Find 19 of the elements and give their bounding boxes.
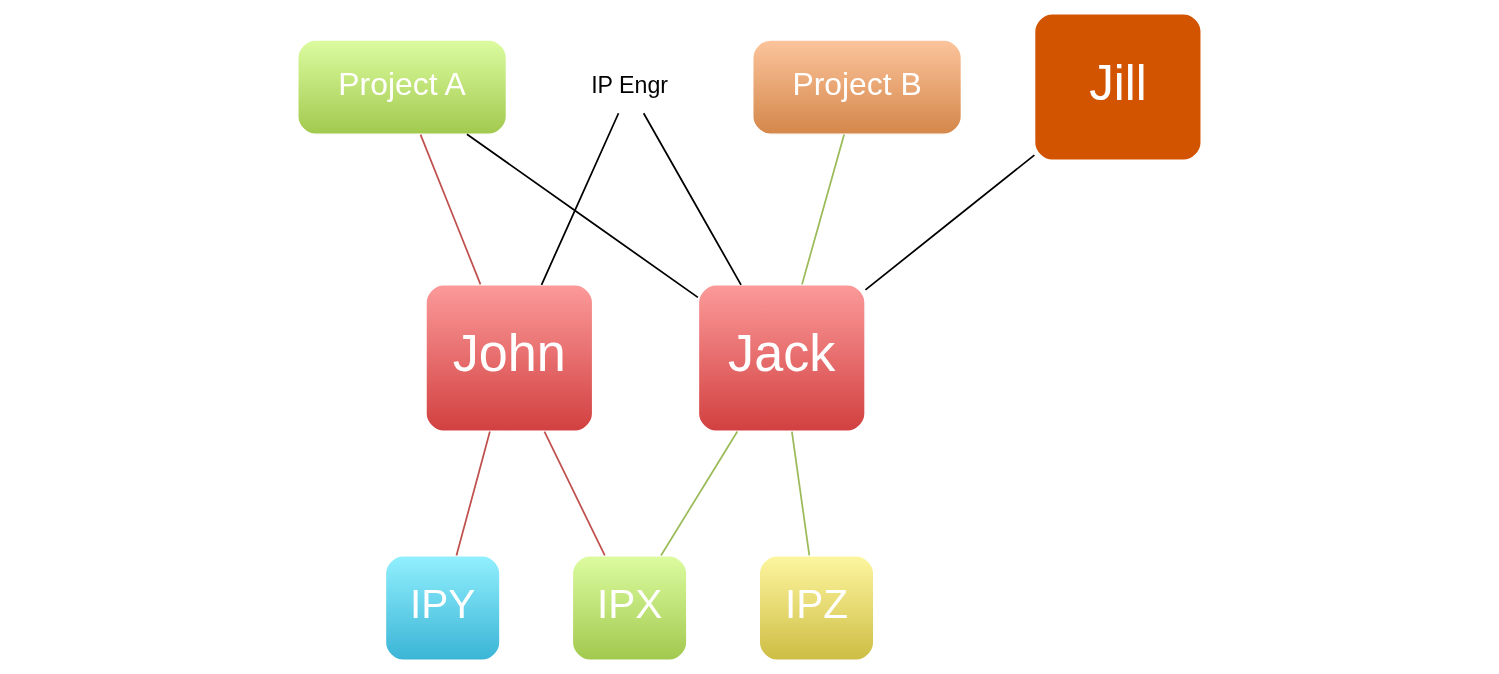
- connector: [801, 133, 845, 286]
- node-box: Project A: [297, 39, 508, 135]
- connector: [660, 430, 739, 557]
- node-box: Jill: [1033, 13, 1202, 161]
- node-box: IPY: [384, 555, 501, 661]
- connector: [540, 112, 620, 286]
- connector: [419, 133, 482, 286]
- node-box: Jack: [697, 284, 866, 432]
- node-box: Project B: [752, 39, 963, 135]
- connector: [543, 430, 606, 557]
- node-box: John: [425, 284, 594, 432]
- connector: [466, 133, 699, 299]
- connector: [642, 112, 742, 286]
- connector: [864, 154, 1036, 291]
- node-text: IP Engr: [591, 71, 669, 98]
- node-box: IPZ: [758, 555, 875, 661]
- node-box: IPX: [571, 555, 688, 661]
- connector: [455, 430, 491, 557]
- connector: [791, 430, 811, 557]
